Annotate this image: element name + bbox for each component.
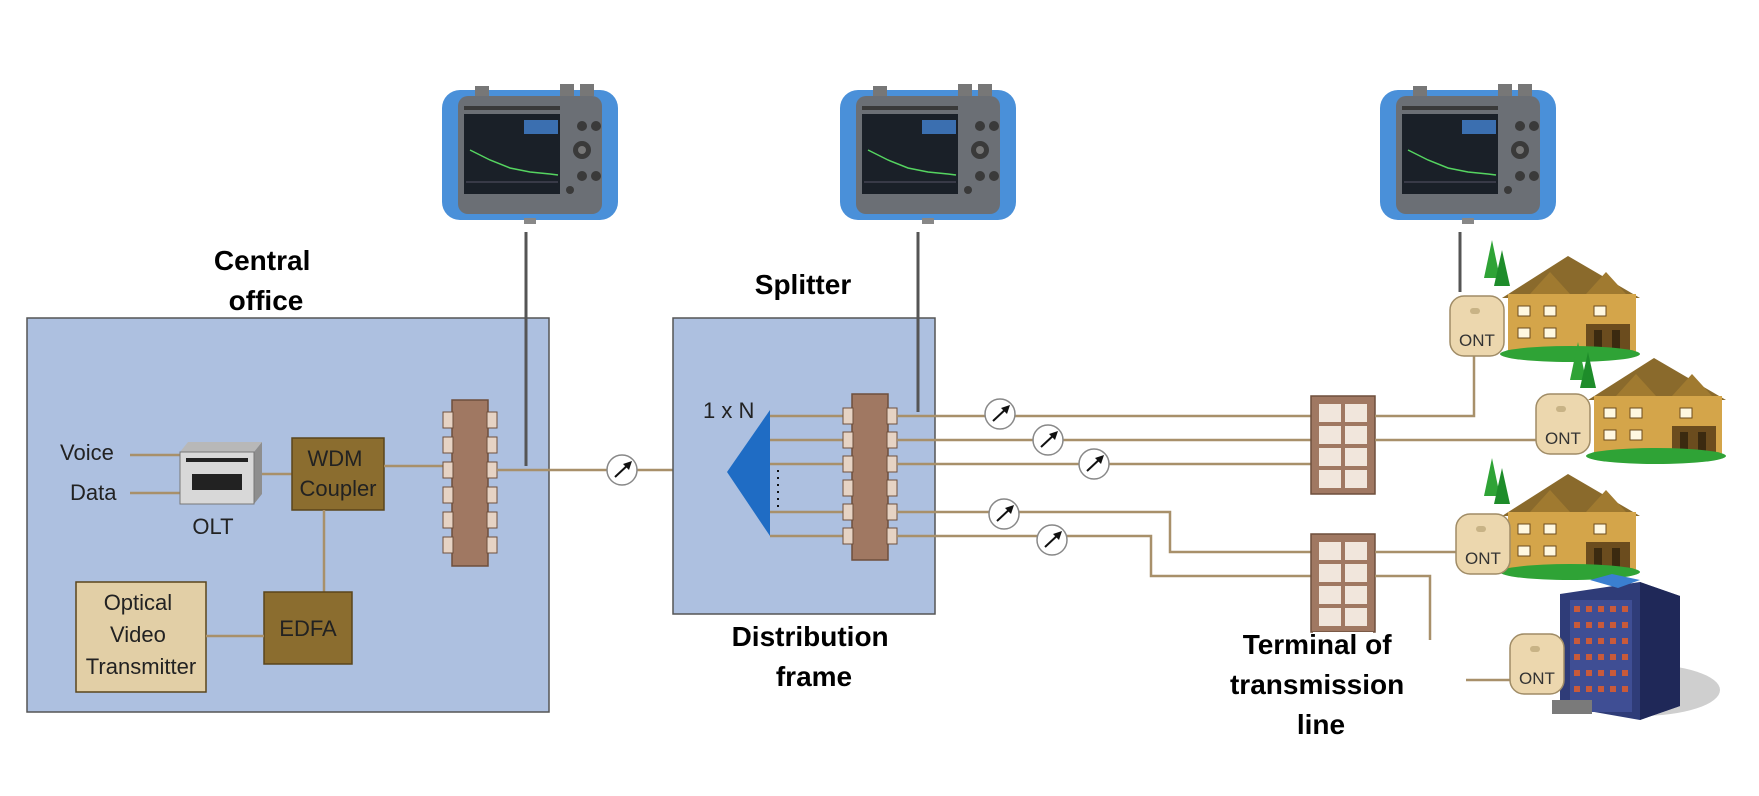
data-label: Data bbox=[70, 480, 117, 505]
splitter-title: Splitter bbox=[755, 269, 852, 300]
wdm-coupler-box bbox=[291, 437, 385, 511]
wdm-coupler-label: WDM Coupler bbox=[299, 446, 376, 501]
measure-point-3-icon bbox=[1078, 448, 1110, 480]
otdr-tester-3-icon bbox=[1379, 83, 1557, 225]
measure-point-4-icon bbox=[988, 498, 1020, 530]
otdr-tester-2-icon bbox=[839, 83, 1017, 225]
central-office-group: Central office Voice Data OLT WDM Couple… bbox=[26, 245, 550, 713]
optical-video-transmitter-box bbox=[75, 581, 207, 693]
distribution-fibers bbox=[897, 414, 1311, 578]
split-ratio-label: 1 x N bbox=[703, 398, 754, 423]
office-building-icon bbox=[1552, 574, 1720, 720]
terminal-box-upper bbox=[1310, 395, 1376, 495]
house-1-icon bbox=[1483, 239, 1641, 363]
ont-4-label: ONT bbox=[1519, 669, 1555, 688]
measure-point-1-icon bbox=[984, 398, 1016, 430]
measure-point-5-icon bbox=[1036, 524, 1068, 556]
co-patch-panel bbox=[442, 399, 498, 567]
edfa-box bbox=[263, 591, 353, 665]
trunk-measure-point-icon bbox=[606, 454, 638, 486]
ont-2-label: ONT bbox=[1545, 429, 1581, 448]
edfa-label: EDFA bbox=[279, 616, 337, 641]
voice-label: Voice bbox=[60, 440, 114, 465]
otdr-tester-1-icon bbox=[441, 83, 619, 225]
olt-label: OLT bbox=[192, 514, 233, 539]
terminal-box-lower bbox=[1310, 533, 1376, 633]
central-office-title: Central office bbox=[214, 245, 318, 316]
ont-3-label: ONT bbox=[1465, 549, 1501, 568]
measure-point-2-icon bbox=[1032, 424, 1064, 456]
olt-device bbox=[179, 442, 262, 505]
terminal-title: Terminal of transmission line bbox=[1230, 629, 1412, 740]
optical-video-transmitter-label: Optical Video Transmitter bbox=[86, 590, 196, 679]
distribution-frame-group: Splitter 1 x N Distribution bbox=[672, 269, 936, 692]
ont-1-label: ONT bbox=[1459, 331, 1495, 350]
df-patch-panel bbox=[842, 393, 898, 561]
distribution-frame-title: Distribution frame bbox=[732, 621, 897, 692]
splitter-icon bbox=[727, 410, 770, 536]
